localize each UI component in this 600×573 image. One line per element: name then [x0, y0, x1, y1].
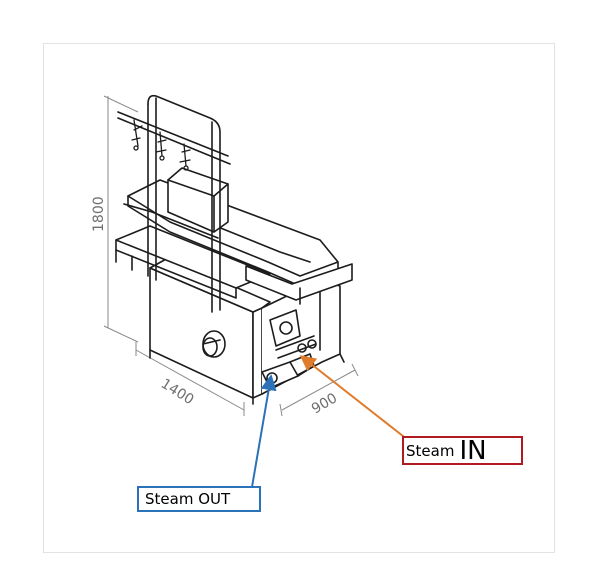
steam-out-label: Steam OUT	[137, 486, 261, 512]
steam-in-label: Steam IN	[402, 436, 523, 465]
dimension-height: 1800	[91, 196, 107, 232]
press-head	[167, 167, 229, 233]
top-rack	[117, 94, 231, 313]
right-arm	[245, 263, 353, 305]
lower-table	[115, 225, 271, 299]
steam-out-arrow	[251, 374, 277, 488]
steam-in-direction: IN	[459, 435, 487, 466]
dimension-lines	[103, 95, 359, 417]
handwheel	[202, 330, 226, 358]
steam-in-word: Steam	[406, 441, 455, 460]
machine	[115, 94, 353, 405]
hanging-clamps	[131, 119, 191, 171]
steam-in-arrow	[299, 355, 409, 441]
valve-assembly	[269, 309, 317, 359]
cabinet	[149, 257, 271, 405]
dimension-width: 900	[309, 390, 340, 417]
